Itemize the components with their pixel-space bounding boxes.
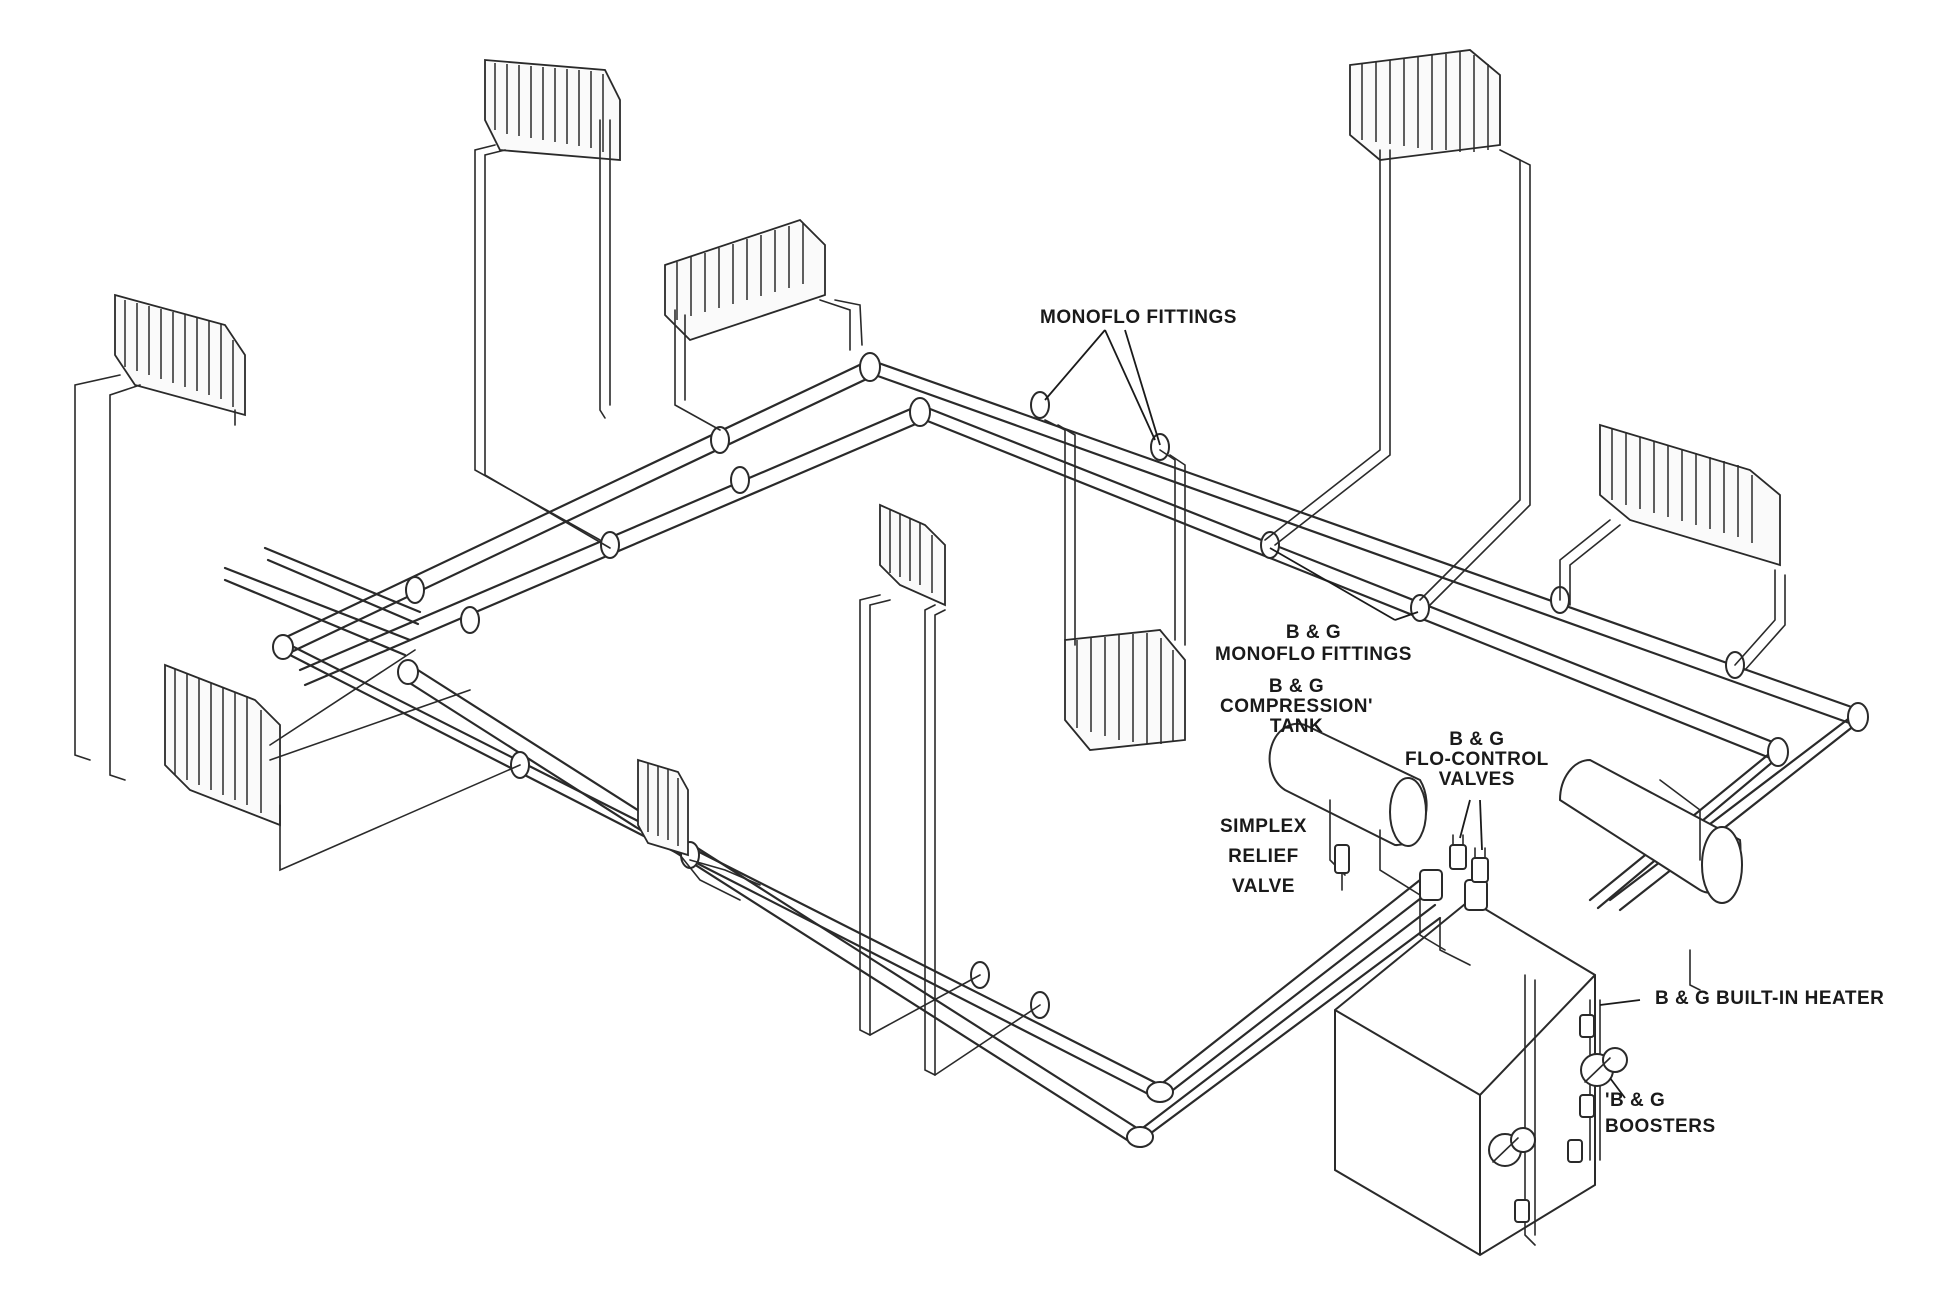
label-bg-built-in-heater: B & G BUILT-IN HEATER: [1655, 988, 1885, 1009]
flo-control-valves: [1449, 834, 1489, 883]
radiator-icon: [484, 59, 621, 161]
label-bg-boosters: 'B & G BOOSTERS: [1605, 1090, 1716, 1137]
relief-valve-icon: [1334, 844, 1350, 891]
heater-tank-icon: [1558, 758, 1743, 991]
radiator-icon: [637, 758, 689, 857]
pointer-lines: [1044, 329, 1641, 1099]
radiator-icon: [1064, 629, 1186, 751]
booster-pump-icon: [1488, 1127, 1536, 1167]
booster-pump-icon: [1580, 1047, 1628, 1087]
label-monoflo-fittings: MONOFLO FITTINGS: [1040, 307, 1237, 328]
label-bg-flo-control-valves: B & G FLO-CONTROL VALVES: [1405, 729, 1549, 790]
radiator-icon: [1349, 49, 1501, 161]
radiator-icon: [1599, 423, 1781, 567]
radiators: [114, 49, 1781, 857]
main-supply-loop: [223, 352, 1869, 1148]
label-bg-compression-tank: B & G COMPRESSION' TANK: [1220, 676, 1374, 737]
riser-pipes: [74, 119, 1786, 1076]
valve-icon: [1449, 834, 1467, 870]
radiator-icon: [164, 663, 281, 827]
radiator-icon: [664, 218, 826, 342]
boiler-icon: [1334, 869, 1596, 1257]
radiator-icon: [879, 503, 946, 607]
label-simplex-relief-valve: SIMPLEX RELIEF VALVE: [1220, 816, 1307, 897]
label-bg-monoflo-fittings: B & G MONOFLO FITTINGS: [1215, 622, 1412, 665]
radiator-icon: [114, 293, 246, 417]
compression-tank-icon: [1268, 722, 1428, 896]
boosters: [1488, 974, 1628, 1246]
valve-icon: [1471, 847, 1489, 883]
